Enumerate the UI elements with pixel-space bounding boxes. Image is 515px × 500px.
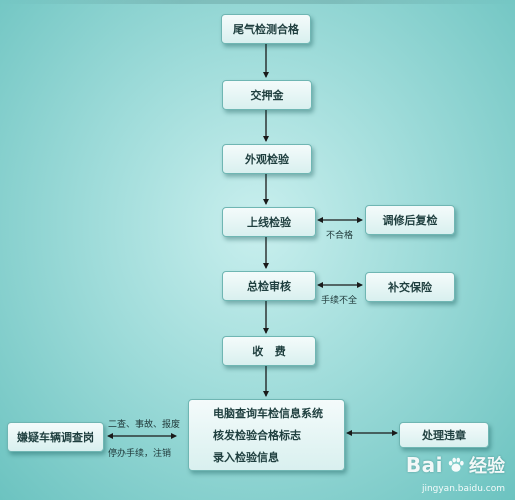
baidu-watermark: Bai 经验 (406, 452, 505, 478)
step-appearance-check-label: 外观检验 (245, 153, 289, 166)
step-exhaust-test: 尾气检测合格 (221, 14, 311, 44)
edge-label-incomplete-procedures: 手续不全 (321, 296, 358, 306)
side-recheck: 调修后复检 (365, 205, 455, 235)
edge-label-unqualified: 不合格 (326, 231, 354, 241)
step-fee: 收 费 (222, 336, 316, 366)
step-general-review: 总检审核 (222, 271, 316, 301)
side-handle-violation: 处理违章 (399, 422, 489, 448)
step-system-block: 电脑查询车检信息系统 核发检验合格标志 录入检验信息 (188, 399, 345, 471)
step-appearance-check: 外观检验 (222, 144, 312, 174)
step-issue-mark-label: 核发检验合格标志 (213, 429, 301, 442)
step-online-inspection: 上线检验 (222, 207, 316, 237)
step-fee-label: 收 费 (252, 345, 286, 358)
watermark-url: jingyan.baidu.com (421, 484, 505, 494)
paw-icon (448, 457, 464, 472)
step-deposit: 交押金 (222, 80, 312, 110)
step-online-inspection-label: 上线检验 (247, 216, 291, 229)
side-handle-violation-label: 处理违章 (422, 429, 466, 442)
watermark-brand: Bai (405, 453, 443, 477)
step-exhaust-test-label: 尾气检测合格 (233, 23, 299, 36)
step-deposit-label: 交押金 (250, 89, 284, 102)
step-general-review-label: 总检审核 (247, 280, 291, 293)
step-computer-query-label: 电脑查询车检信息系统 (213, 407, 323, 420)
side-supplement-insurance: 补交保险 (365, 272, 455, 302)
watermark-brand-suffix: 经验 (469, 456, 505, 477)
step-enter-info-label: 录入检验信息 (213, 451, 279, 464)
edge-label-suspect-reasons: 二查、事故、报废 (108, 420, 181, 430)
side-supplement-insurance-label: 补交保险 (388, 281, 432, 294)
side-suspect-vehicle: 嫌疑车辆调查岗 (7, 422, 104, 452)
top-banner-strip (0, 0, 515, 4)
side-suspect-vehicle-label: 嫌疑车辆调查岗 (17, 431, 94, 444)
side-recheck-label: 调修后复检 (382, 214, 438, 227)
edge-label-suspend-procedures: 停办手续，注销 (108, 449, 172, 459)
